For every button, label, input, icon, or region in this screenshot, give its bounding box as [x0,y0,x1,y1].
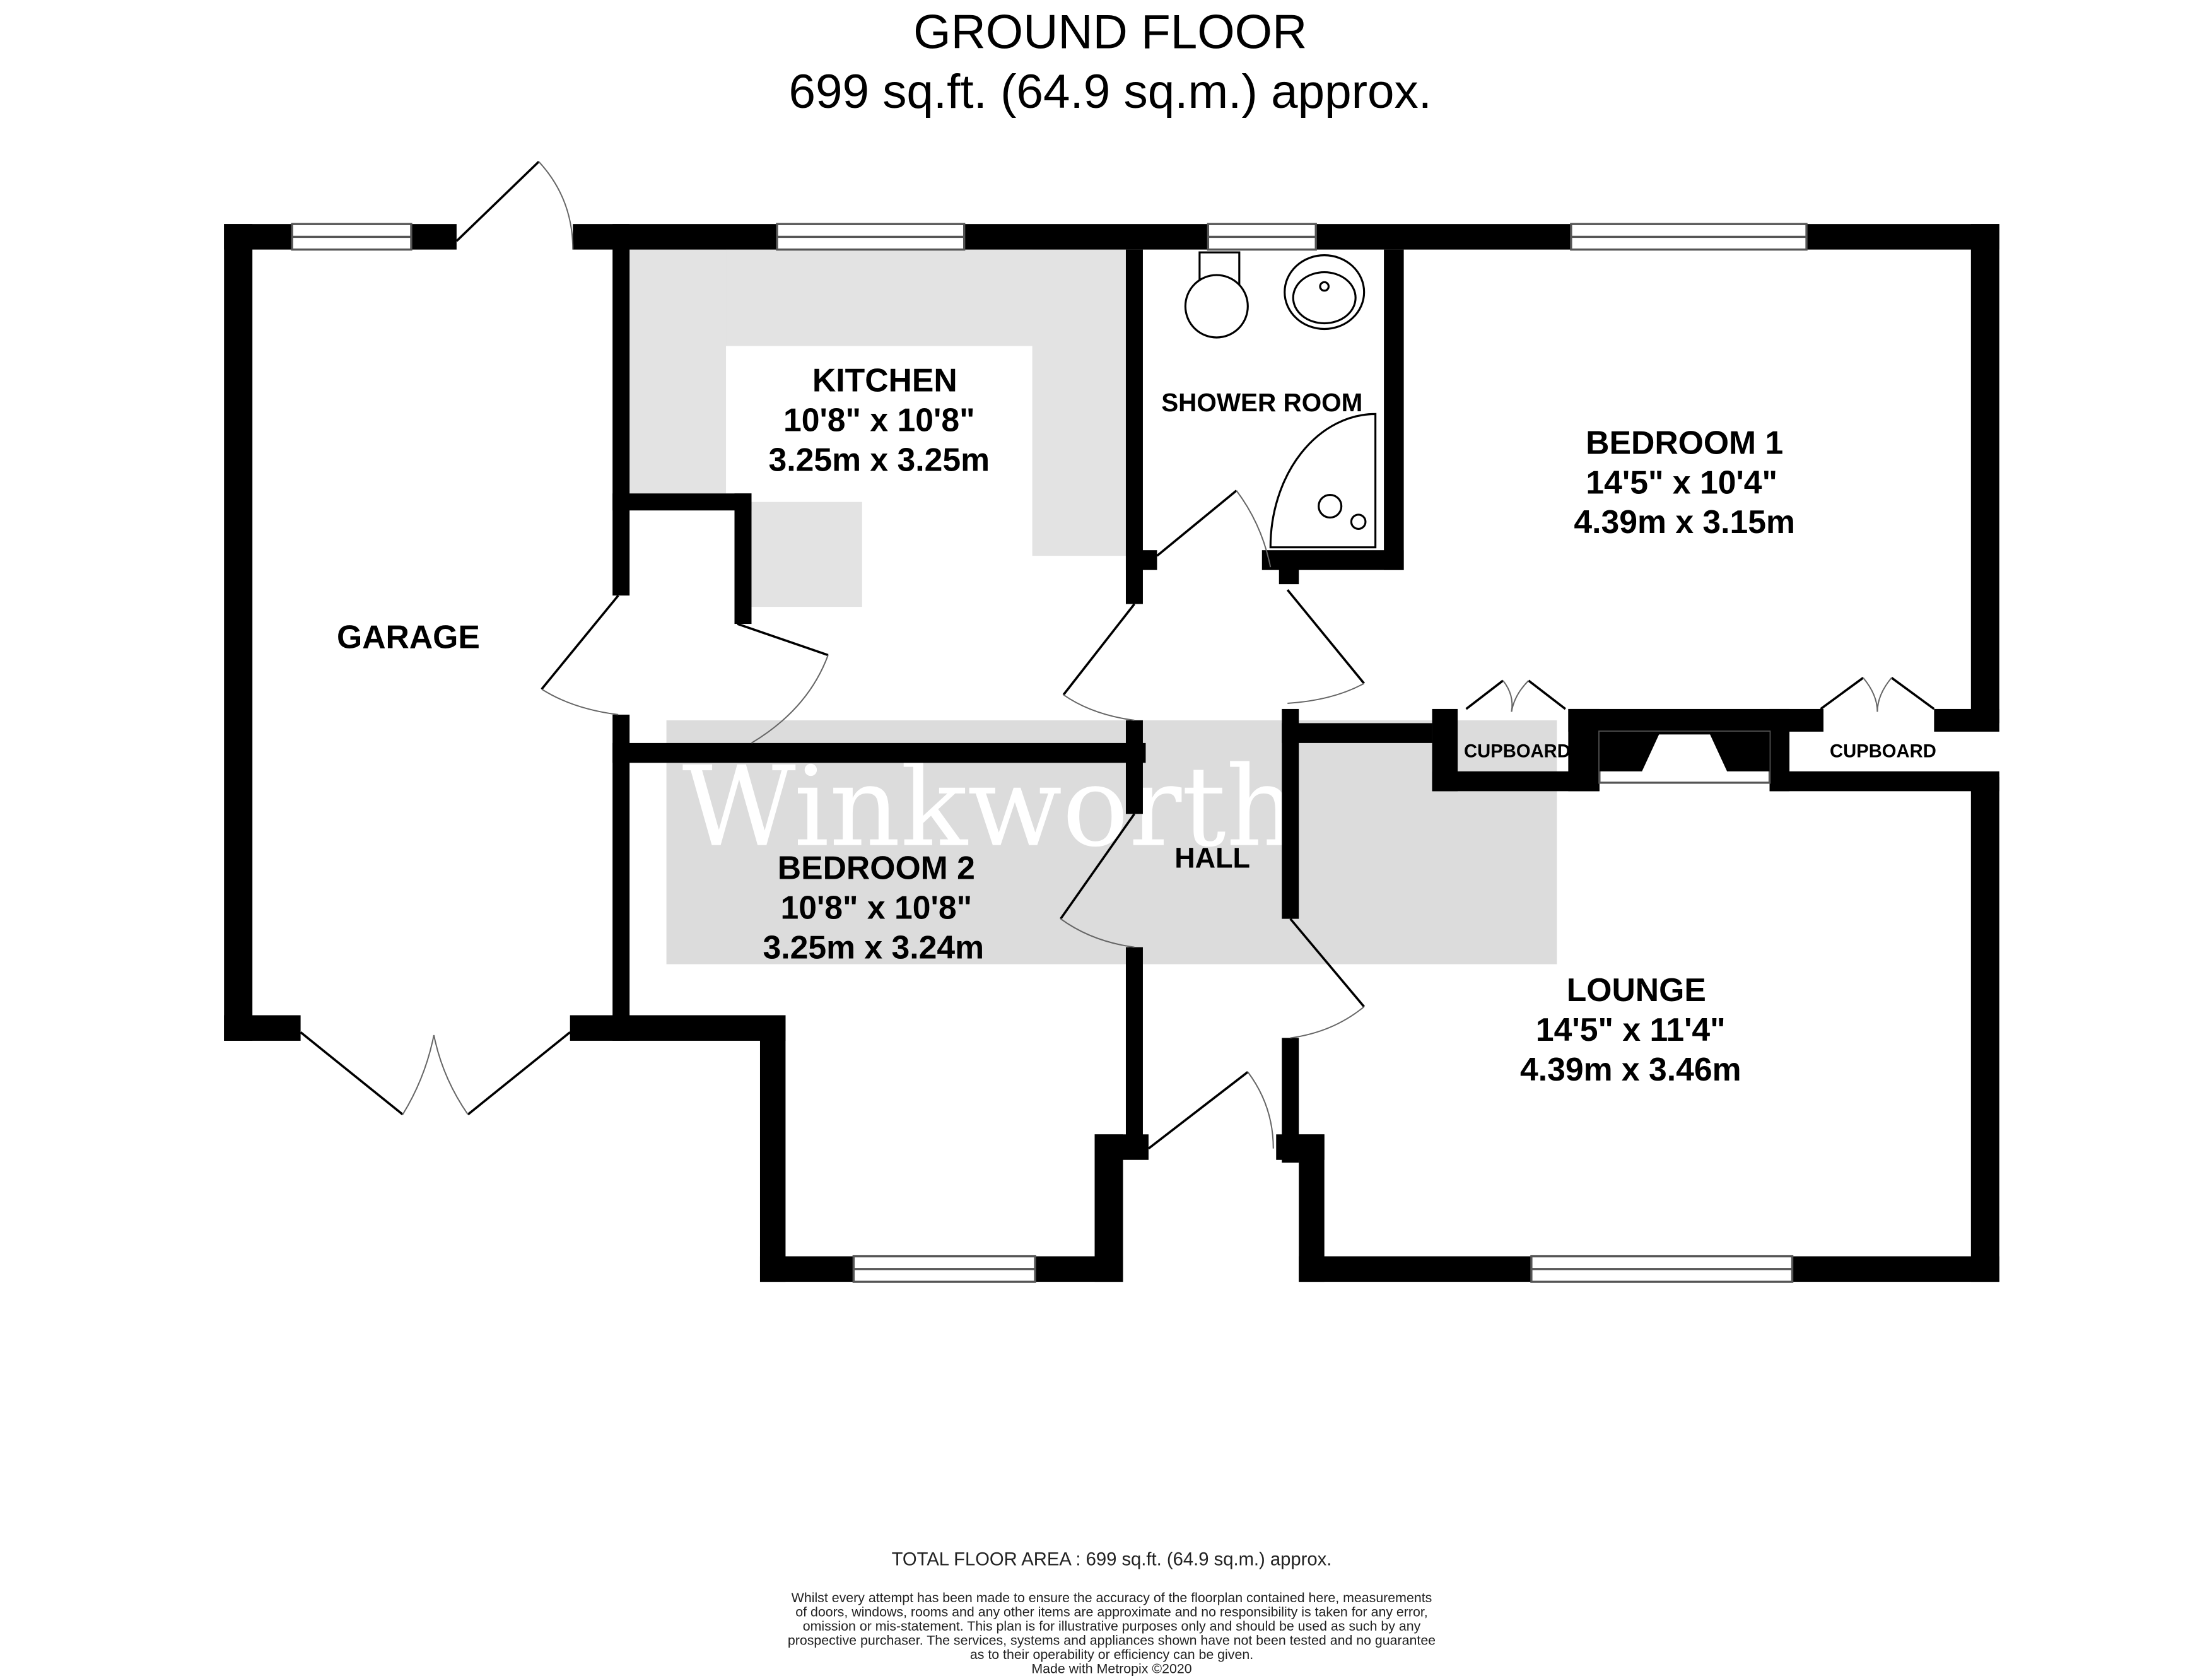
window-bedroom1 [1570,223,1808,251]
svg-text:CUPBOARD: CUPBOARD [1464,741,1571,761]
window-garage [291,223,413,251]
disclaimer-line-1: Whilst every attempt has been made to en… [792,1590,1432,1605]
svg-text:BEDROOM 2: BEDROOM 2 [778,850,975,886]
watermark-logo: Winkworth [682,743,1297,872]
window-lounge [1530,1255,1794,1283]
kitchen-units [629,249,1129,607]
room-bedroom1: BEDROOM 1 14'5" x 10'4" 4.39m x 3.15m [1574,424,1795,540]
svg-text:14'5" x 11'4": 14'5" x 11'4" [1536,1011,1726,1048]
door-bedroom1 [1286,589,1366,704]
svg-text:BEDROOM 1: BEDROOM 1 [1586,424,1783,460]
room-hall: HALL [1174,842,1250,874]
washbasin-icon [1284,254,1366,331]
window-kitchen [776,223,966,251]
door-bedroom2 [1060,813,1135,948]
room-shower-room: SHOWER ROOM [1161,388,1362,417]
doors [300,160,1935,1150]
door-front [1147,1070,1274,1150]
svg-text:4.39m x 3.15m: 4.39m x 3.15m [1574,503,1795,540]
disclaimer-line-4: prospective purchaser. The services, sys… [788,1633,1436,1648]
door-garage-to-kitchen [541,594,619,715]
door-shower-room [1156,489,1272,568]
svg-text:14'5" x 10'4": 14'5" x 10'4" [1586,464,1777,500]
cupboard-left: CUPBOARD [1464,741,1571,761]
svg-text:10'8" x 10'8": 10'8" x 10'8" [783,401,975,438]
walls [224,224,1999,1282]
toilet-icon [1184,251,1249,339]
svg-text:3.25m x 3.24m: 3.25m x 3.24m [763,929,985,966]
room-bedroom2: BEDROOM 2 10'8" x 10'8" 3.25m x 3.24m [763,850,985,966]
floor-area: 699 sq.ft. (64.9 sq.m.) approx. [788,65,1432,119]
door-cupboard-left [1465,679,1566,712]
door-garage-side [455,160,574,250]
svg-text:SHOWER ROOM: SHOWER ROOM [1161,388,1362,417]
door-kitchen-to-hall [1062,603,1135,721]
disclaimer-line-3: omission or mis-statement. This plan is … [803,1619,1421,1634]
svg-text:HALL: HALL [1174,842,1250,874]
disclaimer-line-5: as to their operability or efficiency ca… [970,1647,1253,1662]
svg-text:4.39m x 3.46m: 4.39m x 3.46m [1520,1051,1741,1087]
svg-text:CUPBOARD: CUPBOARD [1830,741,1936,761]
room-garage: GARAGE [337,618,480,655]
windows [291,223,1808,1283]
door-lounge [1289,918,1366,1039]
svg-text:LOUNGE: LOUNGE [1567,971,1706,1008]
disclaimer-line-2: of doors, windows, rooms and any other i… [795,1605,1428,1620]
door-garage-double [300,1031,571,1116]
cupboard-right: CUPBOARD [1830,741,1936,761]
metropix-credit: Made with Metropix ©2020 [1031,1661,1191,1676]
room-lounge: LOUNGE 14'5" x 11'4" 4.39m x 3.46m [1520,971,1741,1087]
svg-text:10'8" x 10'8": 10'8" x 10'8" [781,889,973,926]
svg-text:3.25m x 3.25m: 3.25m x 3.25m [769,441,990,478]
svg-text:GARAGE: GARAGE [337,618,480,655]
shower-tray-icon [1269,413,1377,549]
room-kitchen: KITCHEN 10'8" x 10'8" 3.25m x 3.25m [769,361,990,478]
door-cupboard-right [1820,677,1935,712]
window-shower-room [1207,223,1317,251]
fireplace-icon [1599,731,1770,771]
window-bedroom2 [852,1255,1036,1283]
total-floor-area: TOTAL FLOOR AREA : 699 sq.ft. (64.9 sq.m… [892,1550,1332,1570]
floor-title: GROUND FLOOR [913,5,1307,59]
door-pantry [737,623,829,744]
svg-text:KITCHEN: KITCHEN [812,361,957,398]
